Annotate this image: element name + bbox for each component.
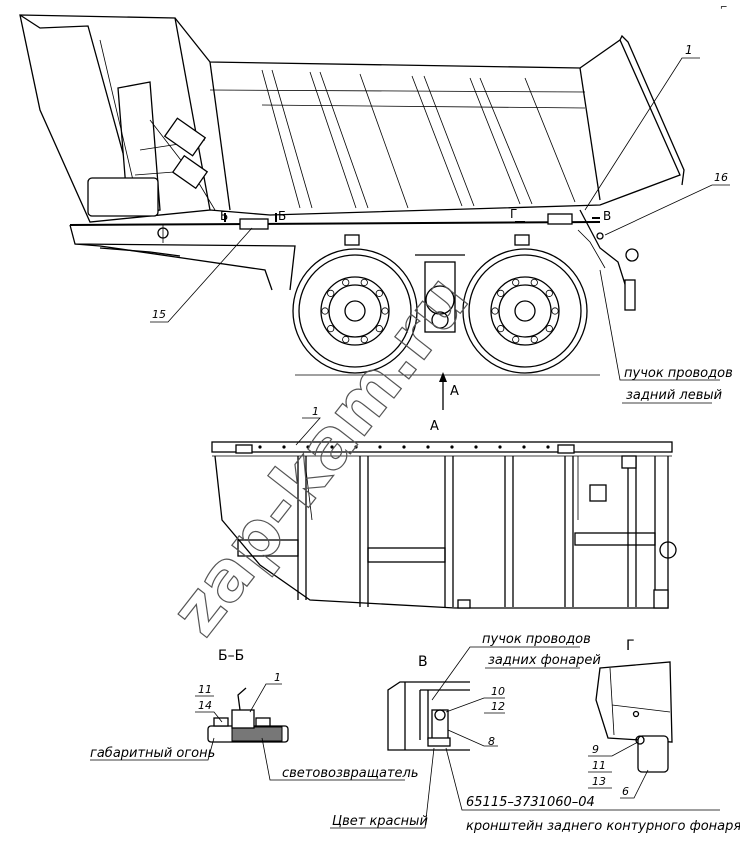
wheel-bolt	[545, 289, 553, 297]
callout-13-g: 13	[592, 775, 606, 788]
truck-side-view: А Б Б Г В 1 16 15 пучок проводов задний …	[19, 3, 733, 410]
wheel-bolt	[530, 335, 538, 344]
callout-11-bb: 11	[198, 683, 212, 696]
wheel-bolt	[342, 278, 350, 287]
callout-9-g: 9	[592, 743, 599, 756]
wheel-bolt	[375, 289, 383, 297]
callout-11-g: 11	[592, 759, 606, 772]
view-g-label: Г	[626, 638, 635, 654]
rail-rivets	[258, 445, 550, 449]
rear-wheel	[462, 248, 588, 374]
rail-rivet	[354, 445, 358, 449]
rail-rivet	[546, 445, 550, 449]
wheel-bolt	[381, 307, 389, 315]
rail-rivet	[426, 445, 430, 449]
callout-16: 16	[714, 171, 728, 184]
cut-b-right-label: Б	[278, 209, 286, 223]
corner-mark: ⌐	[720, 3, 728, 13]
cut-b-left-label: Б	[220, 209, 228, 223]
callout-14-bb: 14	[198, 699, 212, 712]
wheel-bolt	[342, 335, 350, 344]
callout-1-bb: 1	[274, 671, 281, 684]
section-bb: Б–Б 1 11 14 габаритный огонь световозвра…	[90, 648, 419, 781]
rail-rivet	[282, 445, 286, 449]
rail-rivet	[330, 445, 334, 449]
callout-8-v: 8	[488, 735, 495, 748]
wheel-bolt	[360, 335, 368, 344]
wheel-bolt	[497, 325, 505, 333]
wheel-bolt	[512, 278, 520, 287]
wheel-bolt	[497, 289, 505, 297]
wheel-bolt	[530, 278, 538, 287]
rail-rivet	[306, 445, 310, 449]
rail-rivet	[402, 445, 406, 449]
note-reflector: световозвращатель	[282, 766, 419, 781]
callout-10-v: 10	[491, 685, 505, 698]
wheel-bolt	[491, 307, 499, 315]
note-wires-rear-lamps-2: задних фонарей	[488, 653, 601, 668]
view-a-label: А	[430, 419, 439, 434]
note-clearance-lamp: габаритный огонь	[90, 746, 215, 761]
wheel-bolt	[360, 278, 368, 287]
callout-6-g: 6	[622, 785, 629, 798]
view-v-label: В	[418, 654, 428, 670]
view-v: В пучок проводов задних фонарей 10 12 8 …	[330, 632, 740, 834]
front-wheel	[292, 248, 418, 374]
cut-g-label: Г	[510, 207, 517, 221]
callout-1-view-a: 1	[312, 405, 319, 418]
note-color-red: Цвет красный	[332, 814, 428, 829]
wheel-bolt	[551, 307, 559, 315]
rail-rivet	[258, 445, 262, 449]
wheel-bolt	[512, 335, 520, 344]
arrow-a-label: А	[450, 384, 459, 399]
callout-12-v: 12	[491, 700, 505, 713]
rail-rivet	[474, 445, 478, 449]
wheel-bolt	[327, 325, 335, 333]
rail-rivet	[498, 445, 502, 449]
wheel-bolt	[321, 307, 329, 315]
rail-rivet	[522, 445, 526, 449]
rail-rivet	[378, 445, 382, 449]
section-bb-label: Б–Б	[218, 648, 244, 664]
wheel-bolts	[321, 278, 559, 344]
wheel-bolt	[545, 325, 553, 333]
note-wires-rear-left-1: пучок проводов	[624, 366, 733, 381]
rail-rivet	[450, 445, 454, 449]
cut-v-label: В	[603, 209, 611, 223]
note-wires-rear-left-2: задний левый	[626, 388, 722, 403]
callout-1-top: 1	[685, 43, 693, 57]
note-bracket: кронштейн заднего контурного фонаря	[466, 819, 740, 834]
note-part-number: 65115–3731060–04	[466, 795, 595, 810]
view-g: Г 9 11 13 6	[588, 638, 673, 799]
view-a: А 1	[211, 405, 677, 609]
note-wires-rear-lamps-1: пучок проводов	[482, 632, 591, 647]
wheel-bolt	[375, 325, 383, 333]
callout-15: 15	[152, 308, 166, 321]
wheel-bolt	[327, 289, 335, 297]
